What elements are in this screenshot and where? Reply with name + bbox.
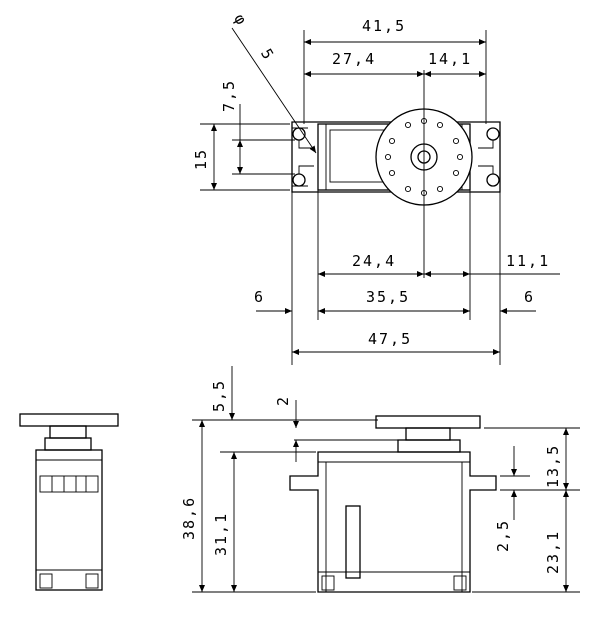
label-15: 15 [192,148,210,170]
label-11-1: 11,1 [506,252,550,270]
label-23-1: 23,1 [544,530,562,574]
front-view-body [289,451,497,593]
label-5-5: 5,5 [210,379,228,412]
label-35-5: 35,5 [366,288,410,306]
label-diameter-value: 5 [257,46,278,65]
mounting-hole-right-bottom [486,173,500,187]
label-2: 2 [274,395,292,406]
label-14-1: 14,1 [428,50,472,68]
side-view-body [35,449,103,591]
label-6-right: 6 [524,288,535,306]
top-view [200,27,560,365]
side-view [19,413,119,591]
label-2-5: 2,5 [494,519,512,552]
label-6-left: 6 [254,288,265,306]
mounting-hole-left-bottom [292,173,306,187]
front-view [192,366,580,593]
label-41-5: 41,5 [362,17,406,35]
label-24-4: 24,4 [352,252,396,270]
label-7-5: 7,5 [220,79,238,112]
label-38-6: 38,6 [180,496,198,540]
horn-holes [384,117,464,197]
label-47-5: 47,5 [368,330,412,348]
label-diameter-symbol: φ [230,11,251,30]
label-31-1: 31,1 [212,512,230,556]
mounting-hole-right-top [486,127,500,141]
dimension-labels: φ 5 41,5 27,4 14,1 7,5 15 24,4 11,1 6 35… [180,11,562,574]
side-view-horn [19,413,119,427]
front-view-horn [375,415,481,429]
label-27-4: 27,4 [332,50,376,68]
front-view-label-slot [345,505,361,579]
label-13-5: 13,5 [544,444,562,488]
